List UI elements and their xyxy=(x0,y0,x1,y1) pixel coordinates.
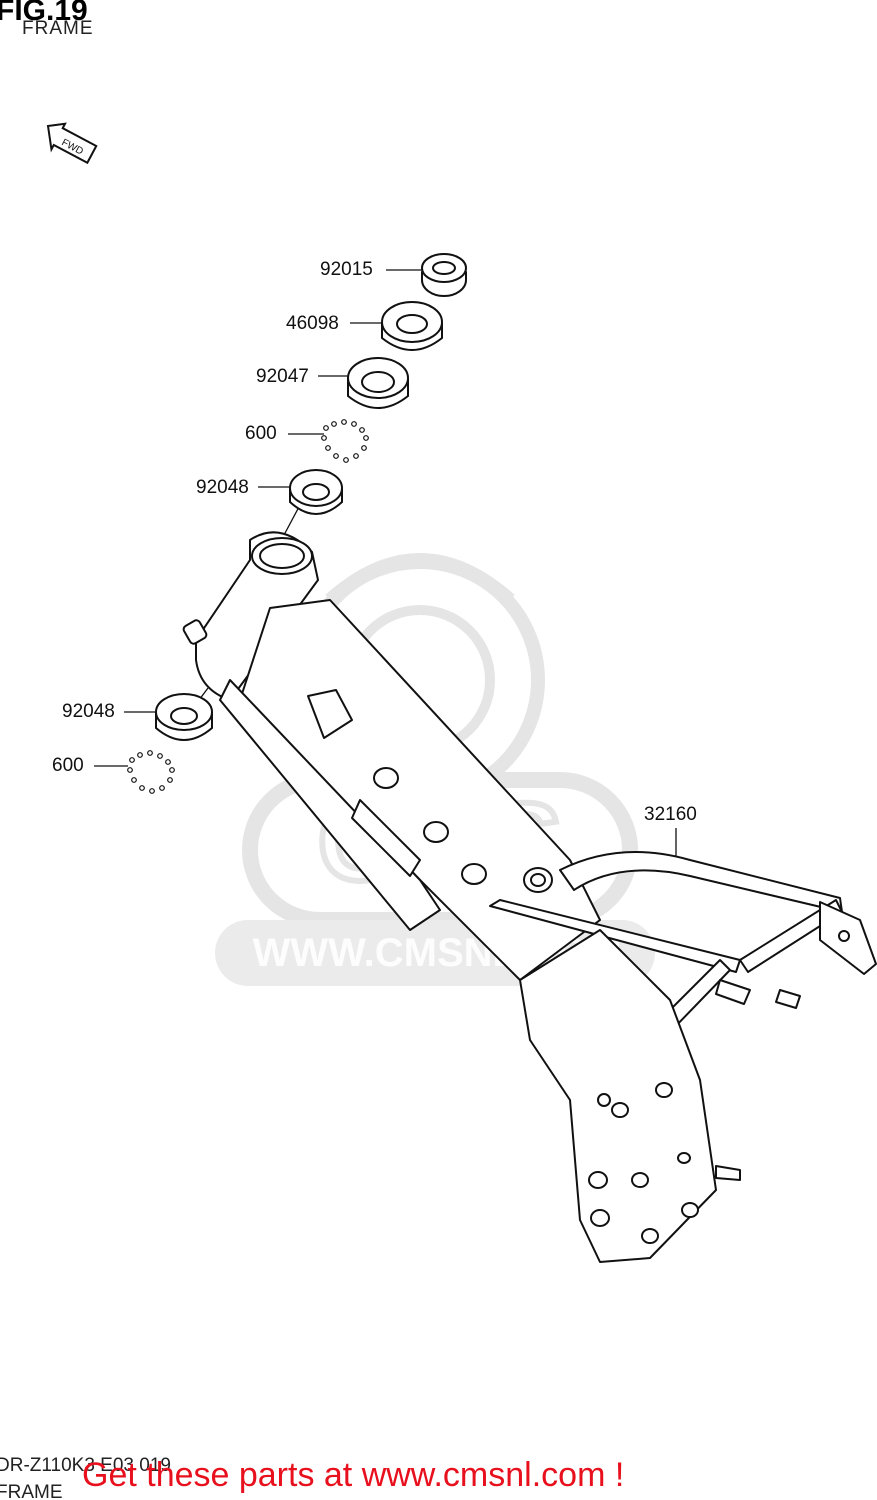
callout-600-upper[interactable]: 600 xyxy=(245,423,277,444)
part-92048-lower-cup xyxy=(155,693,213,741)
callout-92048-lower[interactable]: 92048 xyxy=(62,701,115,722)
callout-600-lower[interactable]: 600 xyxy=(52,755,84,776)
callout-46098[interactable]: 46098 xyxy=(286,313,339,334)
part-92048-upper-cup xyxy=(289,469,343,515)
callout-92047[interactable]: 92047 xyxy=(256,366,309,387)
part-92015-steering-stem-nut xyxy=(421,253,467,297)
part-32160-frame xyxy=(182,531,877,1263)
fwd-arrow-icon: FWD xyxy=(46,122,98,165)
callout-92015[interactable]: 92015 xyxy=(320,259,373,280)
part-600-steel-balls-upper xyxy=(321,419,369,463)
part-46098-cone-race xyxy=(381,301,443,351)
cta-link[interactable]: Get these parts at www.cmsnl.com ! xyxy=(82,1456,625,1494)
footer-model-code: DR-Z110K3 E03 019 xyxy=(0,1455,171,1476)
figure-subtitle: FRAME xyxy=(22,18,94,39)
part-600-steel-balls-lower xyxy=(127,750,175,794)
callout-32160[interactable]: 32160 xyxy=(644,804,697,825)
callout-92048-upper[interactable]: 92048 xyxy=(196,477,249,498)
part-92047-bearing-race xyxy=(347,357,409,409)
footer-section-name: FRAME xyxy=(0,1482,63,1500)
figure-title: FIG.19 xyxy=(0,0,88,27)
